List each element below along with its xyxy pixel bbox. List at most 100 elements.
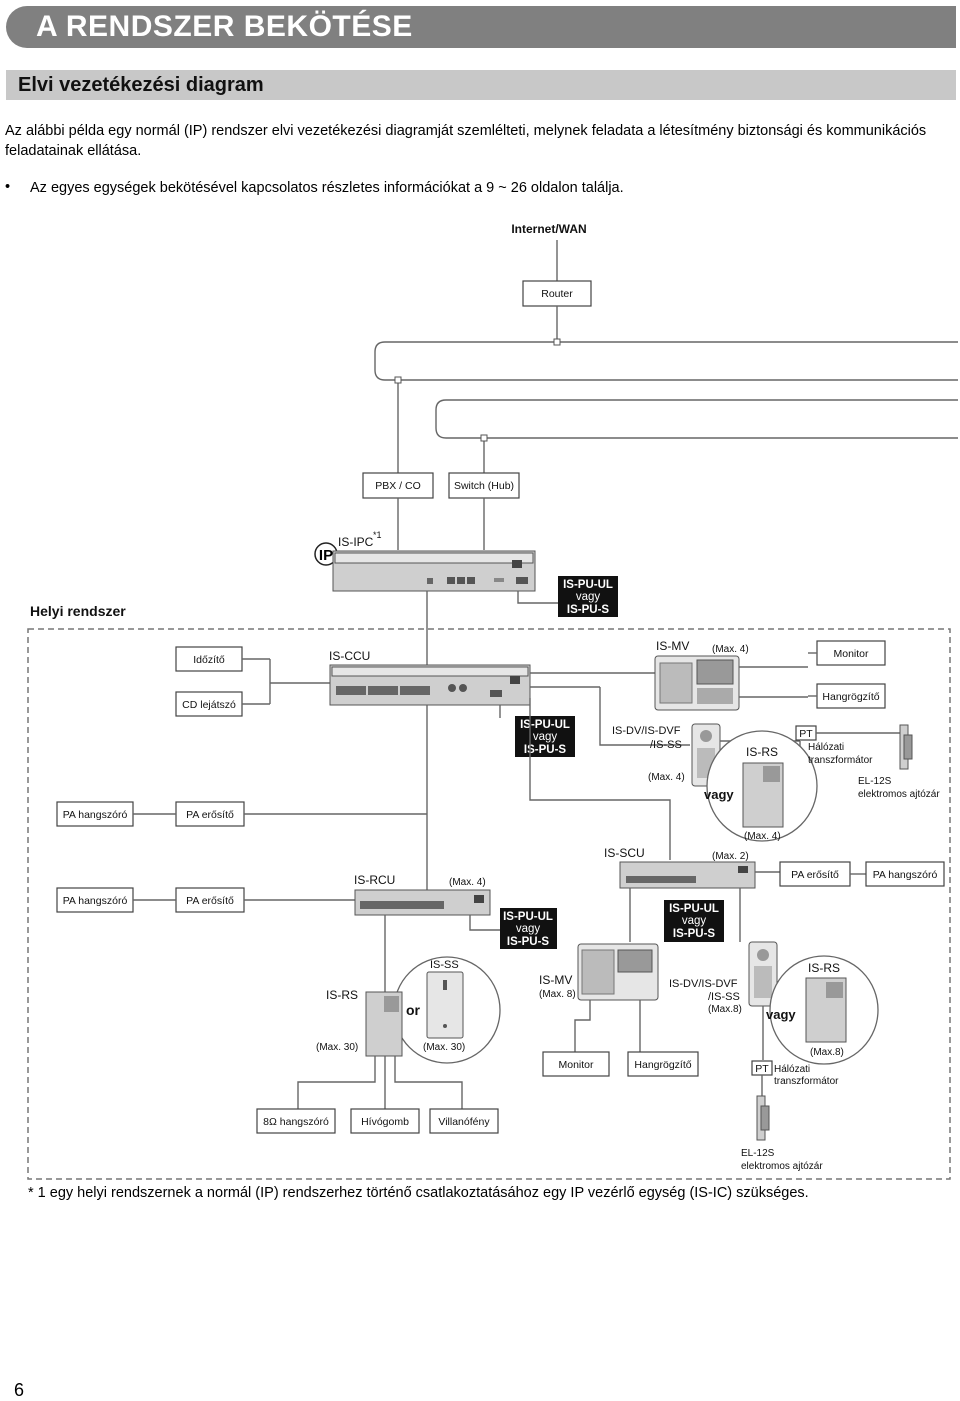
hivogomb-label: Hívógomb [361, 1116, 409, 1128]
pa-hangszoro-1-label: PA hangszóró [63, 809, 128, 821]
is-ccu-label: IS-CCU [329, 649, 370, 663]
pbx-node: PBX / CO [362, 472, 434, 499]
pu-c-line1: IS-PU-UL [503, 911, 553, 923]
router-node: Router [522, 280, 592, 307]
is-rs-top-device [742, 762, 784, 828]
pu-b-line1: IS-PU-UL [520, 719, 570, 731]
pa-erosito-3-label: PA erősítő [791, 869, 839, 881]
el12s-bottom-line1: EL-12S [741, 1148, 775, 1159]
subsection-bar: Elvi vezetékezési diagram [6, 70, 956, 100]
pu-box-c: IS-PU-UL vagy IS-PU-S [500, 908, 557, 949]
pu-a-line3: IS-PU-S [567, 604, 610, 616]
hangrogzito-bottom-node: Hangrögzítő [627, 1051, 699, 1077]
monitor-bottom-node: Monitor [542, 1051, 610, 1077]
el12s-bottom-device [756, 1095, 770, 1141]
monitor-top-label: Monitor [833, 648, 869, 660]
is-scu-device [619, 861, 756, 889]
pa-hangszoro-2-label: PA hangszóró [63, 895, 128, 907]
max4-rcu-label: (Max. 4) [449, 877, 486, 888]
is-rs-bottom-label: IS-RS [808, 961, 840, 975]
pu-a-line1: IS-PU-UL [563, 579, 613, 591]
pa-erosito-2-node: PA erősítő [175, 887, 245, 913]
is-mv-bottom-device [577, 943, 659, 1001]
pu-d-line1: IS-PU-UL [669, 903, 719, 915]
pa-erosito-3-node: PA erősítő [779, 861, 851, 887]
section-title: A RENDSZER BEKÖTÉSE [36, 10, 413, 43]
local-system-frame [27, 628, 951, 1180]
pu-b-line2: vagy [533, 731, 558, 743]
el12s-top-line1: EL-12S [858, 776, 892, 787]
or-word: or [406, 1002, 421, 1018]
is-rs-left-device [365, 991, 403, 1057]
is-rcu-label: IS-RCU [354, 873, 395, 887]
cd-node: CD lejátszó [175, 691, 243, 717]
is-dv-bottom-line2: /IS-SS [708, 991, 740, 1003]
switch-label: Switch (Hub) [454, 480, 514, 492]
internet-label: Internet/WAN [511, 222, 586, 236]
el12s-top-line2: elektromos ajtózár [858, 789, 940, 800]
router-label: Router [541, 288, 573, 300]
pu-c-line3: IS-PU-S [507, 936, 550, 948]
pa-hangszoro-3-node: PA hangszóró [865, 861, 945, 887]
switch-node: Switch (Hub) [448, 472, 520, 499]
pu-box-a: IS-PU-UL vagy IS-PU-S [558, 576, 618, 617]
bullet-text: Az egyes egységek bekötésével kapcsolato… [30, 180, 624, 196]
pt-bottom-label: PT [755, 1063, 769, 1075]
pu-a-line2: vagy [576, 591, 601, 603]
pa-erosito-1-node: PA erősítő [175, 801, 245, 827]
bullet-icon: • [5, 179, 11, 195]
is-dv-top-line2: /IS-SS [650, 739, 682, 751]
idozito-node: Időzítő [175, 646, 243, 672]
footnote: * 1 egy helyi rendszernek a normál (IP) … [28, 1185, 809, 1201]
is-rs-top-label: IS-RS [746, 745, 778, 759]
is-rs-bottom-device [805, 977, 847, 1043]
is-mv-top-label: IS-MV [656, 639, 689, 653]
is-dv-top-line1: IS-DV/IS-DVF [612, 725, 681, 737]
subsection-title: Elvi vezetékezési diagram [18, 74, 264, 96]
halozati-bottom-line2: transzformátor [774, 1076, 839, 1087]
is-dv-bottom-device [748, 941, 778, 1007]
halozati-top-line1: Hálózati [808, 742, 844, 753]
is-ss-label: IS-SS [430, 959, 459, 971]
is-rcu-device [354, 889, 491, 916]
pu-c-line2: vagy [516, 923, 541, 935]
local-system-label: Helyi rendszer [30, 603, 126, 619]
is-ipc-label: IS-IPC [338, 535, 374, 549]
is-mv-top-device [654, 655, 740, 711]
max4-mv-label: (Max. 4) [712, 644, 749, 655]
is-scu-label: IS-SCU [604, 846, 645, 860]
is-ss-device [426, 971, 464, 1039]
pa-erosito-1-label: PA erősítő [186, 809, 234, 821]
page-number: 6 [14, 1380, 25, 1400]
intro-paragraph: Az alábbi példa egy normál (IP) rendszer… [5, 123, 927, 159]
hangrogzito-bottom-label: Hangrögzítő [634, 1059, 691, 1071]
max4-rs-label: (Max. 4) [744, 831, 781, 842]
max30-a-label: (Max. 30) [316, 1042, 358, 1053]
is-dv-bottom-line3: (Max.8) [708, 1004, 742, 1015]
max2-scu-label: (Max. 2) [712, 851, 749, 862]
is-ccu-device [329, 664, 531, 706]
monitor-top-node: Monitor [816, 640, 886, 666]
el12s-top-device [899, 724, 913, 770]
pu-box-b: IS-PU-UL vagy IS-PU-S [515, 716, 575, 757]
el12s-bottom-line2: elektromos ajtózár [741, 1161, 823, 1172]
is-rs-left-label: IS-RS [326, 988, 358, 1002]
pbx-label: PBX / CO [375, 480, 421, 492]
cd-label: CD lejátszó [182, 699, 236, 711]
idozito-label: Időzítő [193, 654, 225, 666]
monitor-bottom-label: Monitor [558, 1059, 594, 1071]
hangszoro8-node: 8Ω hangszóró [256, 1108, 336, 1134]
hangrogzito-top-node: Hangrögzítő [816, 683, 886, 709]
pu-b-line3: IS-PU-S [524, 744, 567, 756]
max30-b-label: (Max. 30) [423, 1042, 465, 1053]
is-mv-bottom-label: IS-MV [539, 973, 572, 987]
is-ipc-device [332, 550, 536, 592]
hivogomb-node: Hívógomb [350, 1108, 420, 1134]
pu-box-d: IS-PU-UL vagy IS-PU-S [664, 900, 724, 942]
hangrogzito-top-label: Hangrögzítő [822, 691, 879, 703]
ip-badge-label: IP [319, 547, 333, 564]
max8-rs-label: (Max.8) [810, 1047, 844, 1058]
pu-d-line2: vagy [682, 915, 707, 927]
max8-mv-label: (Max. 8) [539, 989, 576, 1000]
